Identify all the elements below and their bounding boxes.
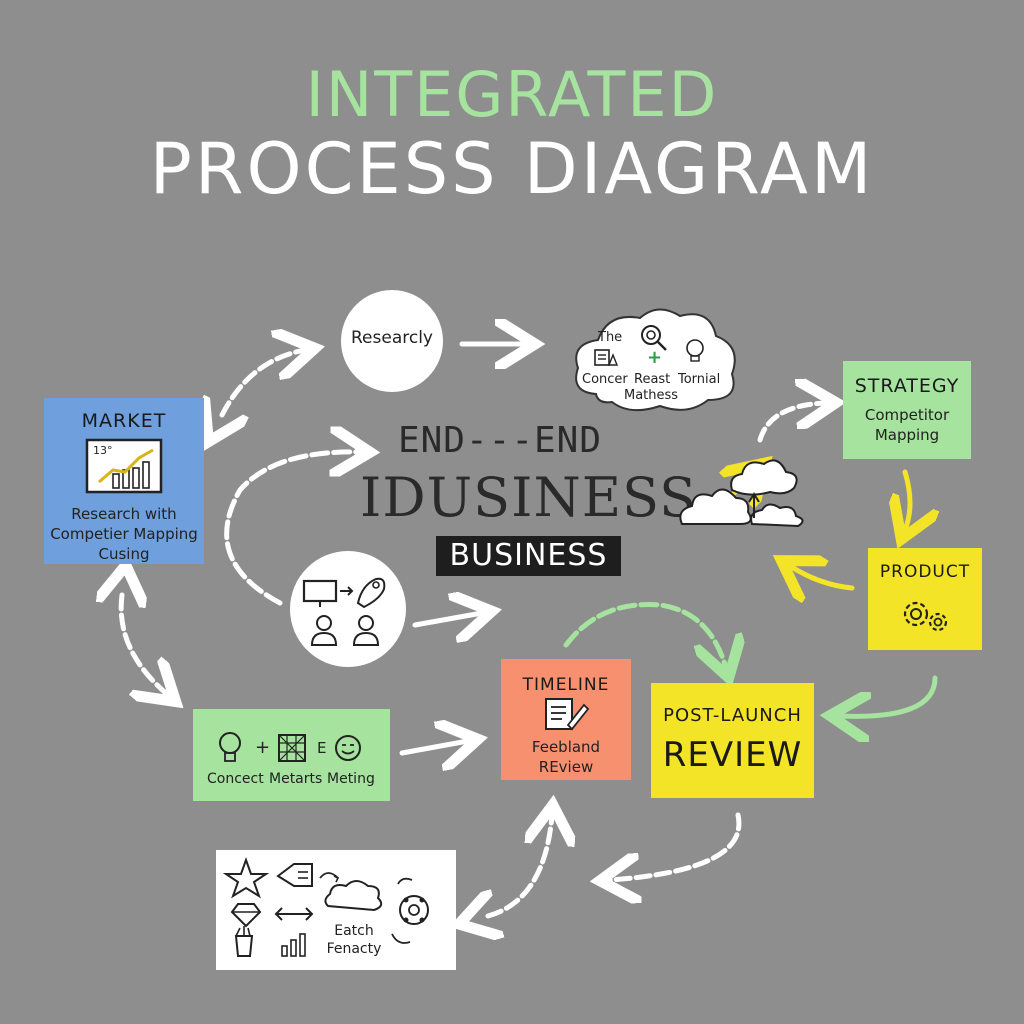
arrow-people-to-center	[412, 613, 482, 625]
gears-icon	[903, 601, 948, 632]
market-line-1: Research with	[71, 505, 177, 523]
market-chart-label: 13°	[93, 444, 113, 457]
timeline-line-2: REview	[538, 758, 594, 776]
arrow-loop-to-center	[224, 452, 360, 606]
center-heading-3: BUSINESS	[436, 536, 621, 576]
concept-label-3: Meting	[327, 771, 375, 787]
document-icon	[594, 349, 618, 366]
concept-label-2: Metarts	[269, 771, 323, 787]
arrow-market-concept	[121, 595, 168, 695]
title-line-1: INTEGRATED	[305, 58, 719, 131]
research-circle[interactable]: Researcly	[341, 290, 443, 392]
bottom-line-2: Fenacty	[326, 941, 382, 957]
post-launch-box[interactable]: POST-LAUNCH REVIEW	[651, 683, 814, 798]
cloud-label-concer: Concer	[582, 372, 628, 387]
arrow-bottom-timeline	[488, 815, 552, 916]
arrow-product-to-post	[840, 675, 938, 716]
product-box[interactable]: PRODUCT	[868, 548, 982, 650]
edit-document-icon	[545, 698, 590, 731]
arrow-cloud-to-strategy	[757, 403, 826, 443]
growth-chart-icon	[85, 438, 163, 494]
market-line-2: Competier Mapping	[50, 525, 198, 543]
arrow-product-to-center	[790, 566, 855, 588]
lightbulb-idea-icon	[219, 732, 241, 762]
bottom-icons-box[interactable]: Eatch Fenacty	[216, 850, 456, 970]
cloud-label-tornial: Tornial	[678, 372, 721, 387]
arrow-post-to-bottom	[610, 812, 742, 880]
arrow-strategy-to-product	[905, 469, 910, 530]
concept-label-1: Concect	[207, 771, 264, 787]
grid-pattern-icon	[278, 734, 306, 762]
strategy-box[interactable]: STRATEGY Competitor Mapping	[843, 361, 971, 459]
cloud-label-reast: Reast	[634, 372, 671, 387]
center-heading-2: IDUSINESS	[360, 466, 698, 529]
magnifier-gear-icon	[641, 325, 667, 351]
research-label: Researcly	[351, 328, 433, 348]
cloud-label-the: The	[598, 330, 623, 345]
arrow-timeline-to-post	[563, 602, 726, 669]
post-launch-review: REVIEW	[662, 735, 803, 775]
arrow-concept-to-timeline	[399, 741, 468, 753]
strategy-line-1: Competitor	[864, 406, 950, 424]
team-circle[interactable]	[290, 551, 406, 667]
lightbulb-icon	[686, 339, 704, 362]
arrow-market-research	[222, 350, 305, 415]
concept-e: E	[317, 739, 327, 757]
concept-plus: +	[255, 737, 271, 758]
strategy-line-2: Mapping	[874, 426, 940, 444]
ideas-cloud[interactable]: The + Concer Reast Tornial Mathess	[568, 302, 743, 417]
post-launch-title: POST-LAUNCH	[663, 705, 802, 726]
bottom-icons-illustration	[222, 857, 429, 957]
market-title: MARKET	[81, 410, 167, 432]
market-line-3: Cusing	[98, 545, 150, 563]
strategy-title: STRATEGY	[854, 375, 960, 397]
bottom-line-1: Eatch	[334, 923, 374, 939]
clouds-illustration	[679, 459, 804, 528]
timeline-title: TIMELINE	[522, 675, 610, 695]
market-box[interactable]: MARKET 13° Research with Competier Mappi…	[44, 398, 204, 564]
plus-icon: +	[647, 347, 663, 368]
center-heading-1: END---END	[397, 420, 603, 461]
timeline-line-1: Feebland	[531, 738, 601, 756]
timeline-box[interactable]: TIMELINE Feebland REview	[501, 659, 631, 780]
product-title: PRODUCT	[879, 562, 971, 582]
smiley-face-icon	[335, 735, 361, 761]
concept-box[interactable]: + E Concect Metarts Meting	[193, 709, 390, 801]
cloud-shape	[575, 308, 736, 412]
team-collaboration-icon	[302, 577, 386, 646]
title-line-2: PROCESS DIAGRAM	[149, 128, 875, 210]
cloud-label-mathess: Mathess	[624, 388, 679, 403]
